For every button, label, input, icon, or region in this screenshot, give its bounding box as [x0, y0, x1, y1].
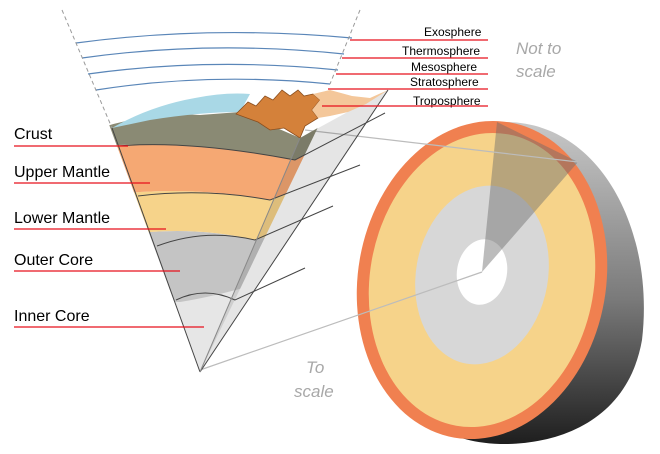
boundary-mantle-core [156, 205, 334, 247]
scale-notes: Not to scale To scale [294, 39, 561, 401]
cone-extension-right [329, 9, 361, 85]
earth-sphere [356, 120, 644, 445]
cone-plateau [312, 90, 388, 118]
label-crust: Crust [14, 126, 53, 143]
label-mesosphere: Mesosphere [411, 60, 477, 74]
boundary-outer-inner-core [175, 267, 306, 301]
cone-extension-left [61, 9, 113, 129]
boundary-crust-mantle [117, 112, 386, 161]
atmosphere-arcs [75, 31, 353, 91]
label-thermosphere: Thermosphere [402, 44, 480, 58]
arc-exosphere [75, 31, 353, 44]
cone-outline-left [111, 127, 201, 373]
arc-thermosphere [81, 47, 345, 59]
label-inner-core: Inner Core [14, 308, 90, 325]
atmosphere-labels: Exosphere Thermosphere Mesosphere Strato… [322, 25, 488, 108]
label-troposphere: Troposphere [413, 94, 481, 108]
note-to-scale-1: To [306, 358, 324, 377]
boundary-upper-lower-mantle [137, 164, 361, 201]
scale-connectors [199, 129, 579, 371]
cone-lower-mantle [100, 160, 360, 245]
cone-edge-center [199, 137, 301, 373]
earth-cone [61, 9, 389, 373]
arc-mesosphere [87, 63, 339, 75]
note-not-to-scale-2: scale [516, 62, 556, 81]
label-stratosphere: Stratosphere [410, 75, 479, 89]
label-exosphere: Exosphere [424, 25, 482, 39]
cone-outline-right [199, 89, 389, 373]
connector-tip [199, 271, 483, 371]
note-to-scale-2: scale [294, 382, 334, 401]
label-lower-mantle: Lower Mantle [14, 210, 110, 227]
cone-ocean [112, 93, 250, 128]
label-upper-mantle: Upper Mantle [14, 164, 110, 181]
arc-stratosphere [95, 78, 331, 91]
label-outer-core: Outer Core [14, 252, 93, 269]
connector-top [304, 129, 579, 163]
note-not-to-scale-1: Not to [516, 39, 561, 58]
interior-labels: Crust Upper Mantle Lower Mantle Outer Co… [14, 126, 204, 328]
